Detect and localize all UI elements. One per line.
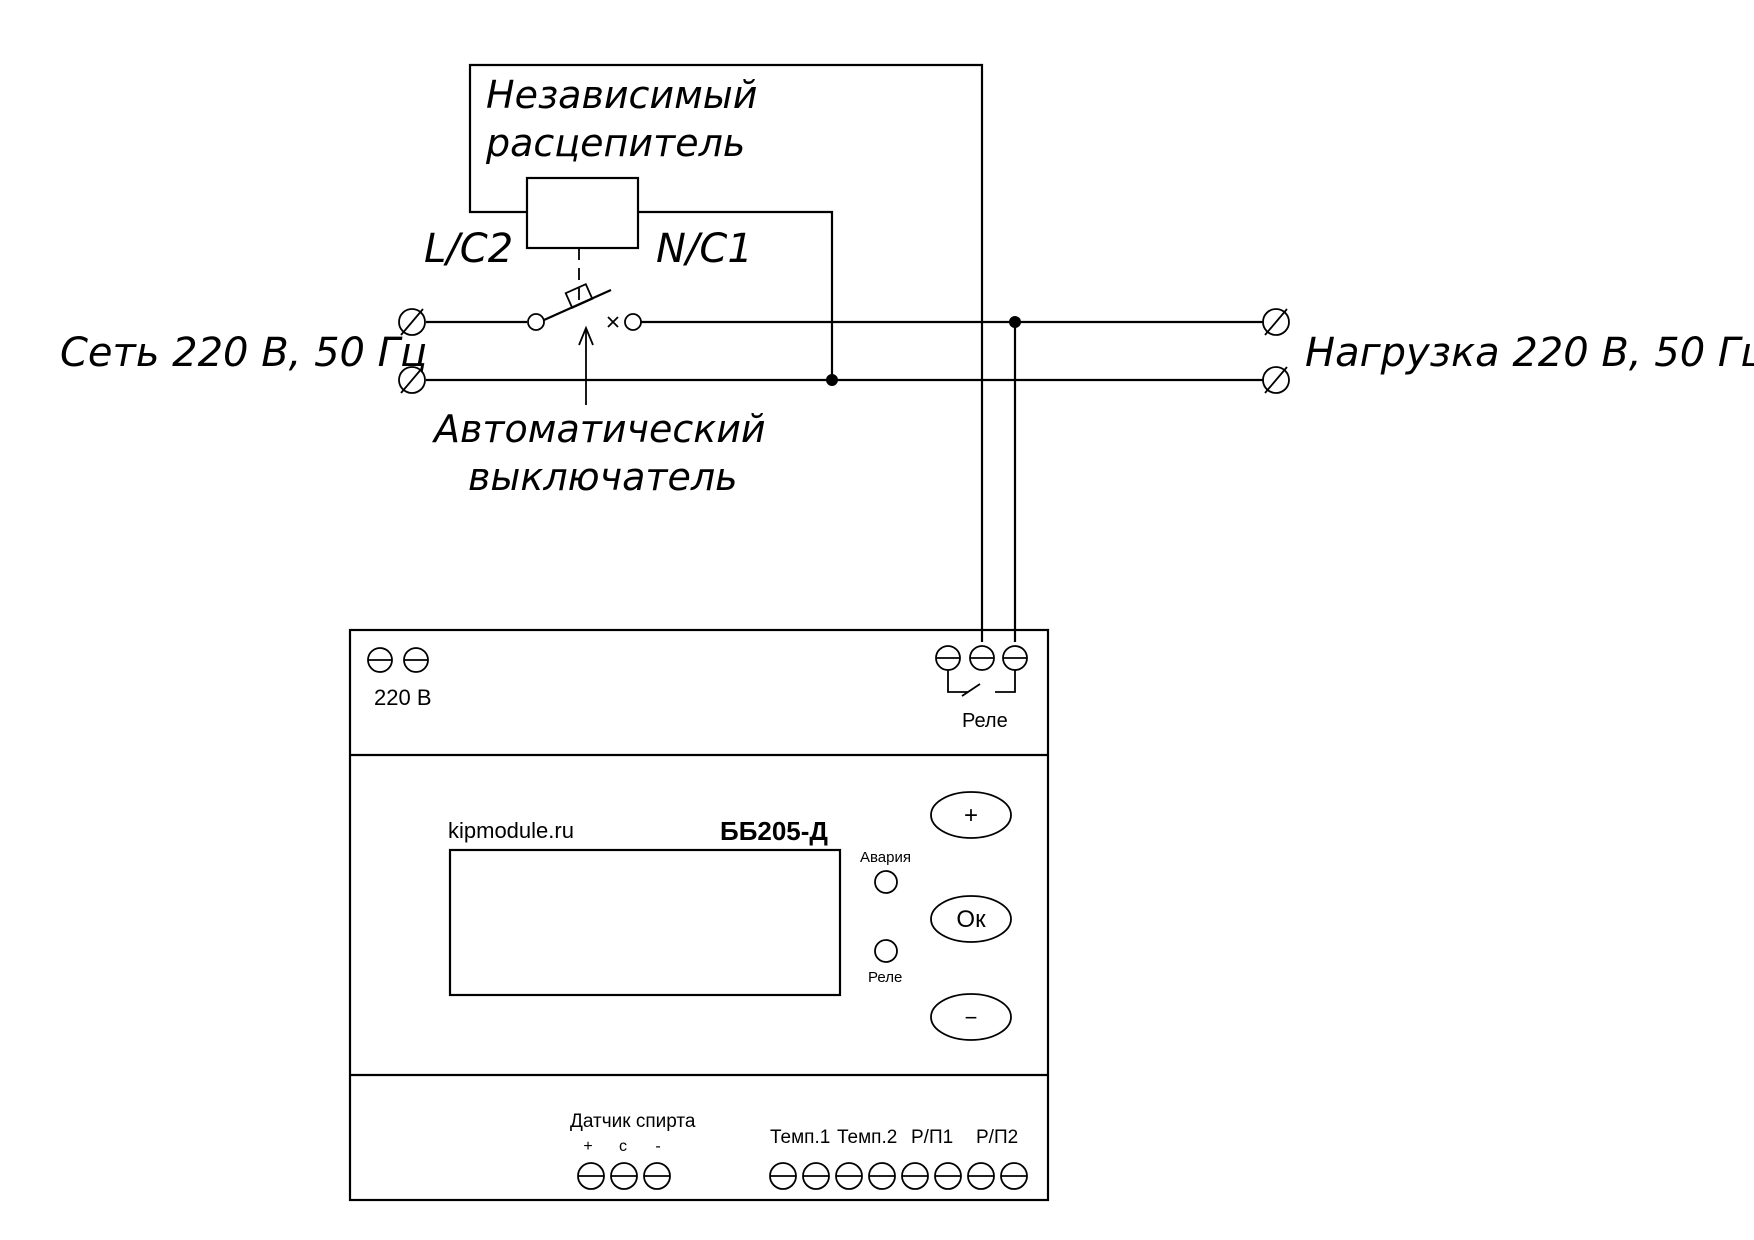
sensor-label: Датчик спирта	[570, 1111, 696, 1132]
mains-terminals	[398, 308, 426, 394]
power-label: 220 В	[374, 685, 432, 710]
breaker-latch	[564, 283, 594, 309]
relay-led	[874, 939, 898, 963]
ok-button-label: Ок	[956, 906, 986, 933]
load-terminal-phase-slash	[1264, 308, 1288, 336]
label-lc2: L/C2	[424, 226, 513, 272]
breaker-label-line1: Автоматический	[431, 407, 766, 451]
relay-contact-blade	[961, 683, 981, 697]
breaker-cross-b	[607, 316, 619, 328]
device: 220 В Реле kipmodule.ru ББ205-Д Авария Р…	[348, 628, 1050, 1202]
wire-trip-neutral	[638, 210, 834, 380]
display-screen	[448, 848, 842, 997]
ok-button-shape[interactable]	[930, 895, 1012, 943]
alarm-led	[874, 870, 898, 894]
sensor-terminals	[577, 1162, 671, 1190]
trip-unit-box	[525, 176, 640, 250]
label-nc1: N/C1	[656, 226, 753, 272]
breaker-contact-right	[624, 313, 642, 331]
temp1-label: Темп.1	[770, 1127, 830, 1148]
breaker-pointer-head	[578, 325, 594, 346]
trip-unit-label-line1: Независимый	[486, 73, 758, 117]
sensor-plus-label: +	[583, 1138, 592, 1155]
breaker-label-line2: выключатель	[468, 455, 738, 499]
junction-phase	[1009, 316, 1021, 328]
io-terminals	[769, 1162, 1028, 1190]
junction-neutral	[826, 374, 838, 386]
power-terminals	[367, 647, 429, 673]
plus-button-shape[interactable]	[930, 791, 1012, 839]
device-body	[348, 628, 1050, 1202]
mains-terminal-neutral-slash	[400, 366, 424, 394]
website-label: kipmodule.ru	[448, 818, 574, 843]
minus-button[interactable]: −	[930, 993, 1012, 1041]
label-load: Нагрузка 220 В, 50 Гц	[1305, 330, 1754, 376]
rp1-label: Р/П1	[911, 1127, 953, 1148]
wires	[426, 63, 1263, 642]
load-terminal-neutral-slash	[1264, 366, 1288, 394]
relay-label: Реле	[962, 710, 1008, 732]
sensor-minus-label: -	[655, 1138, 660, 1155]
trip-unit-label-line2: расцепитель	[485, 121, 745, 165]
sensor-c-label: с	[619, 1138, 627, 1155]
circuit-breaker	[527, 283, 642, 405]
wire-trip-loop	[468, 63, 984, 642]
mains-terminal-phase-slash	[400, 308, 424, 336]
ok-button[interactable]: Ок	[930, 895, 1012, 943]
relay-contact-right	[995, 670, 1016, 693]
rp2-label: Р/П2	[976, 1127, 1018, 1148]
breaker-contact-left	[527, 313, 545, 331]
alarm-led-label: Авария	[860, 849, 911, 866]
relay-terminals	[935, 645, 1028, 697]
minus-button-shape[interactable]	[930, 993, 1012, 1041]
load-terminals	[1262, 308, 1290, 394]
label-mains: Сеть 220 В, 50 Гц	[60, 330, 427, 376]
relay-contact-left	[947, 670, 968, 693]
plus-button[interactable]: +	[930, 791, 1012, 839]
temp2-label: Темп.2	[837, 1127, 897, 1148]
model-label: ББ205-Д	[720, 816, 828, 846]
minus-button-label: −	[965, 1005, 978, 1030]
relay-led-label: Реле	[868, 969, 902, 986]
plus-button-label: +	[964, 802, 978, 829]
